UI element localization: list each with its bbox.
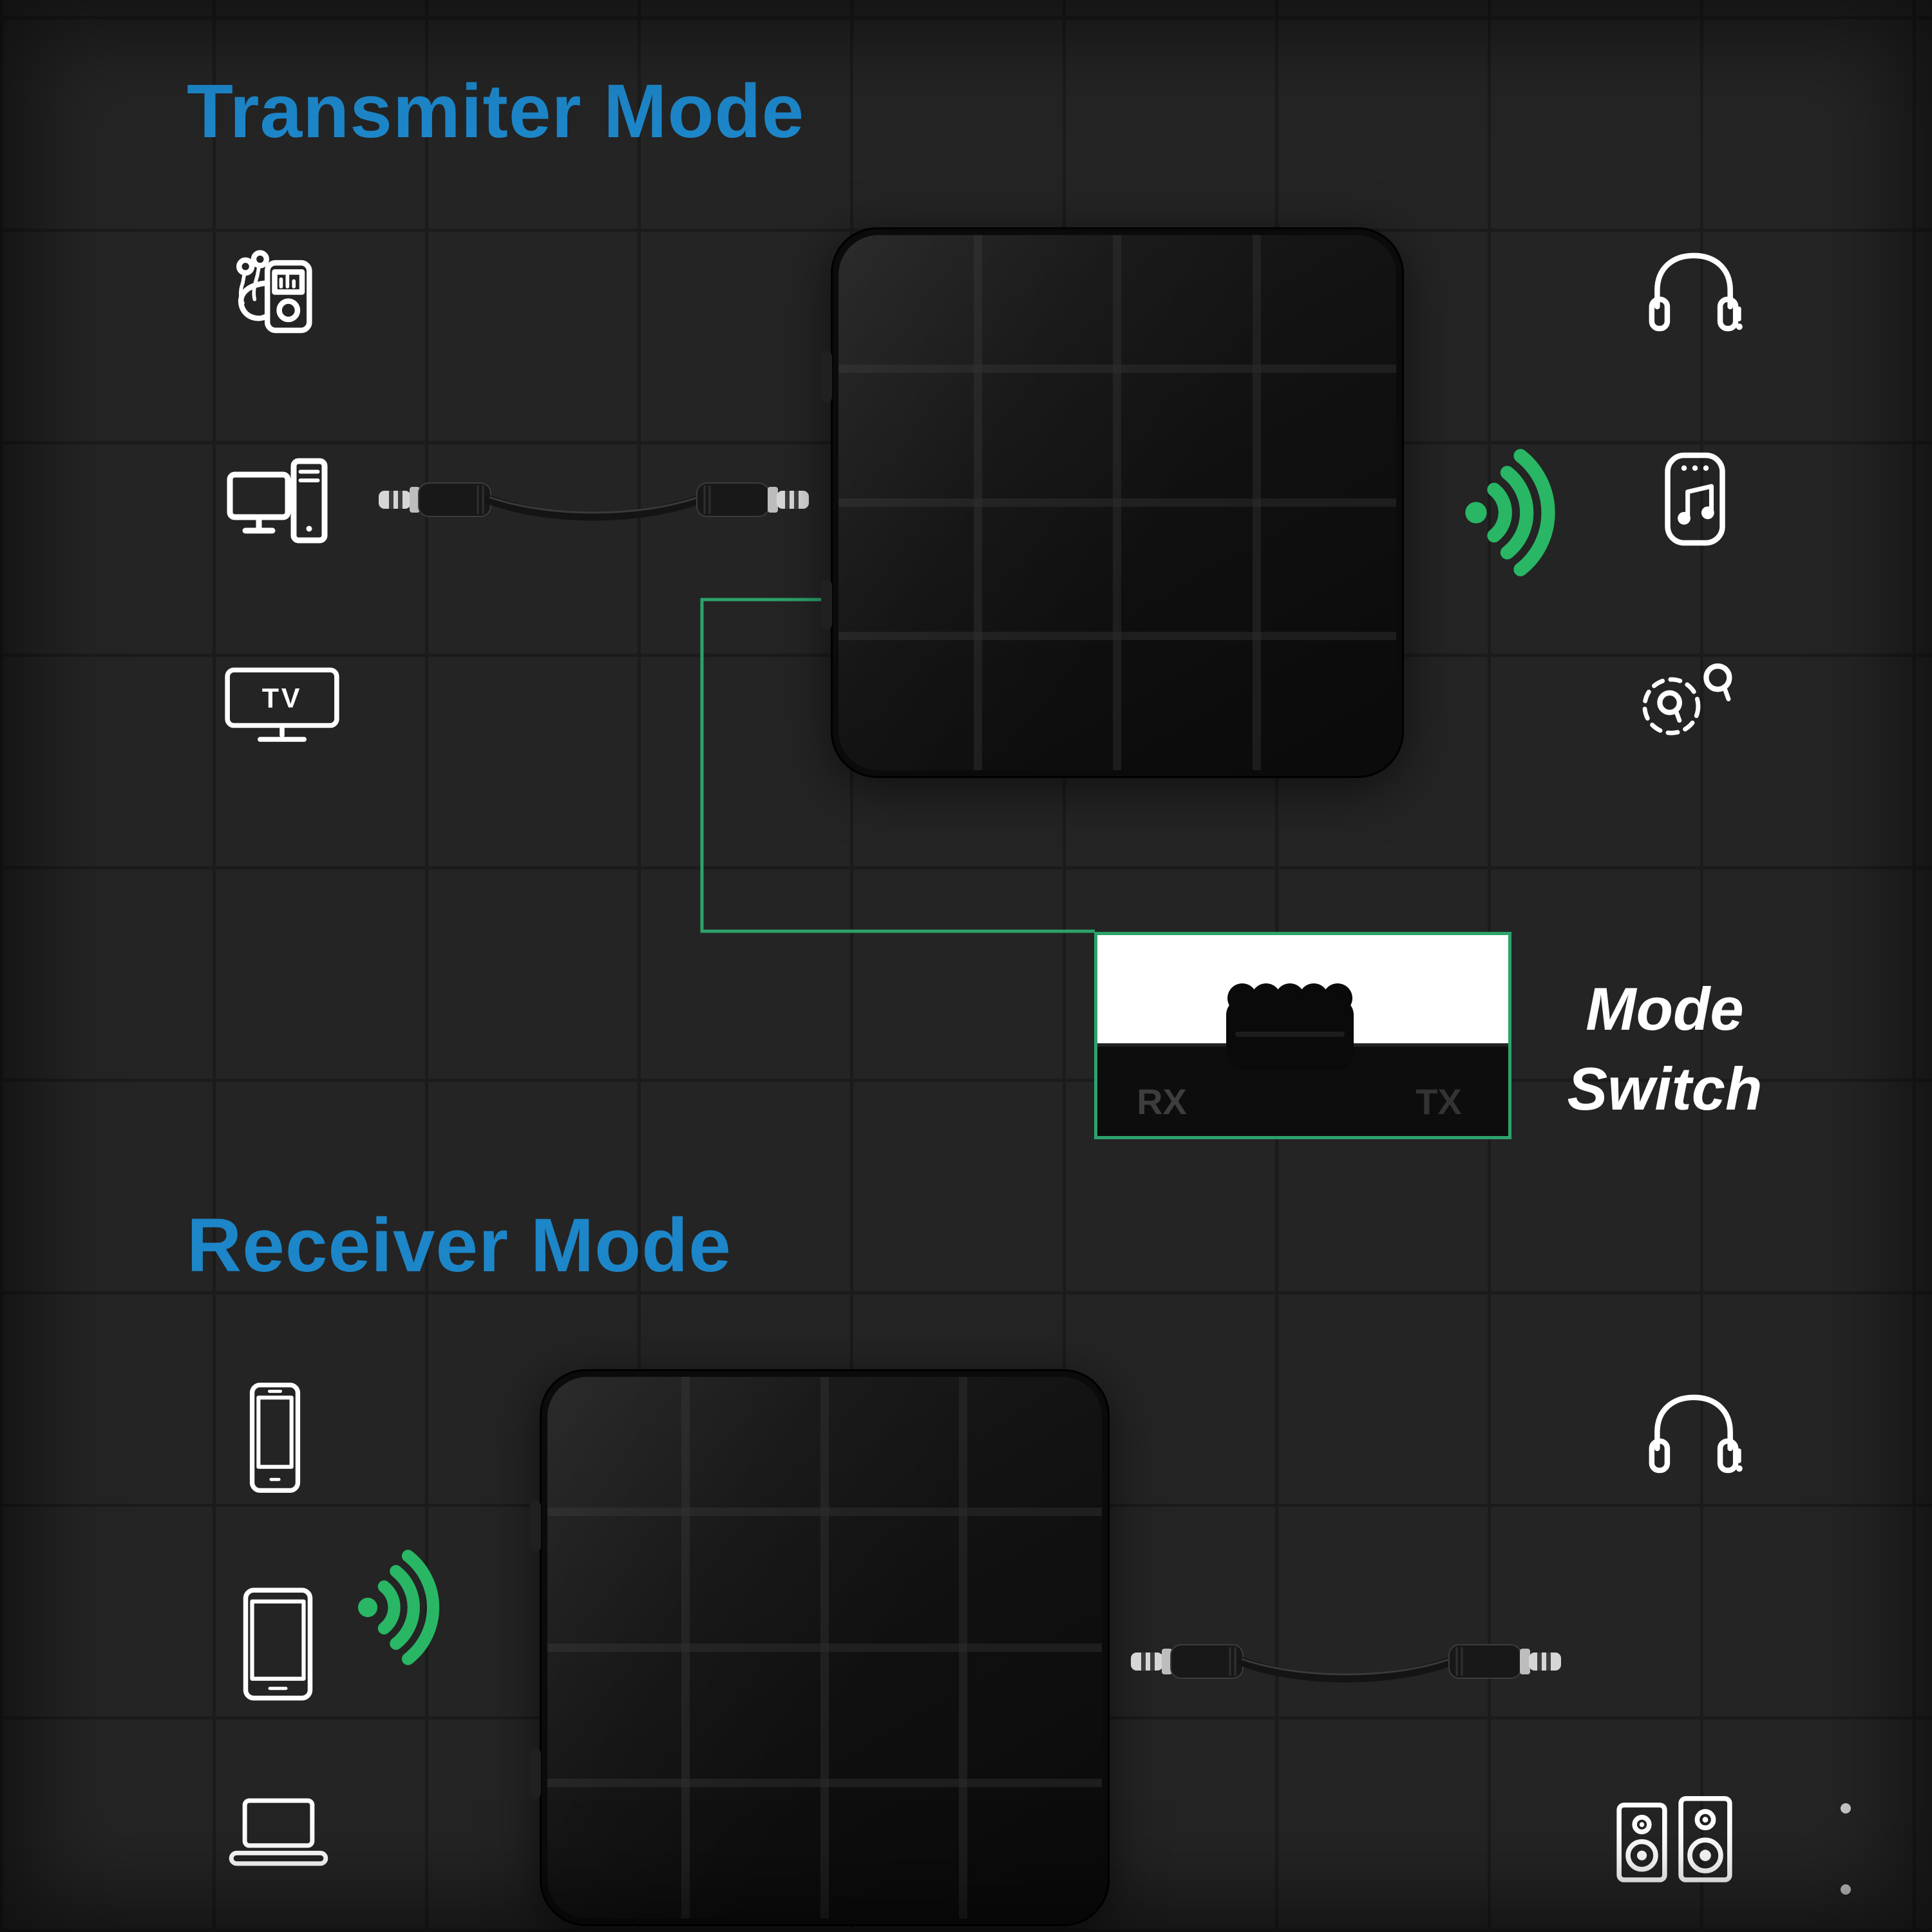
headphones-icon (1639, 1385, 1748, 1494)
mp3-player-icon (214, 243, 324, 352)
rx-label: RX (1137, 1081, 1187, 1122)
mode-switch-label-line1: Mode (1586, 975, 1744, 1043)
laptop-icon (222, 1792, 335, 1874)
mode-switch-knob (1226, 983, 1354, 1070)
aux-cable (1121, 1610, 1571, 1713)
receiver-mode-title: Receiver Mode (187, 1203, 732, 1288)
tablet-icon (238, 1584, 318, 1705)
tv-icon: TV (221, 660, 343, 754)
device-mode-switch (530, 1748, 541, 1799)
headphones-icon (1639, 243, 1748, 352)
aux-cable (368, 448, 819, 551)
bluetooth-adapter-device (530, 1369, 1110, 1926)
smart-speaker-icon (1640, 441, 1750, 557)
mode-switch-label: Mode Switch (1513, 969, 1816, 1129)
desktop-pc-icon (220, 446, 336, 562)
transmitter-mode-title: Transmiter Mode (187, 69, 805, 154)
mode-switch-closeup: RX TX (1097, 983, 1508, 1136)
stereo-speakers-icon (1609, 1786, 1739, 1889)
bluetooth-adapter-device (821, 227, 1404, 778)
tx-label: TX (1416, 1081, 1462, 1122)
device-grid-face (838, 235, 1396, 770)
decor-dot (1841, 1803, 1851, 1814)
wireless-signal-icon (1459, 444, 1569, 581)
device-power-button (821, 351, 832, 402)
mode-switch-label-line2: Switch (1567, 1055, 1763, 1123)
device-grid-face (547, 1377, 1102, 1918)
earbuds-icon (1636, 641, 1752, 750)
device-mode-switch (821, 580, 832, 630)
wireless-signal-icon (352, 1546, 452, 1669)
tv-icon-label: TV (262, 683, 303, 714)
mode-switch-inset: RX TX (1094, 932, 1511, 1139)
device-power-button (530, 1501, 541, 1552)
decor-dot (1841, 1884, 1851, 1895)
smartphone-icon (240, 1378, 310, 1497)
